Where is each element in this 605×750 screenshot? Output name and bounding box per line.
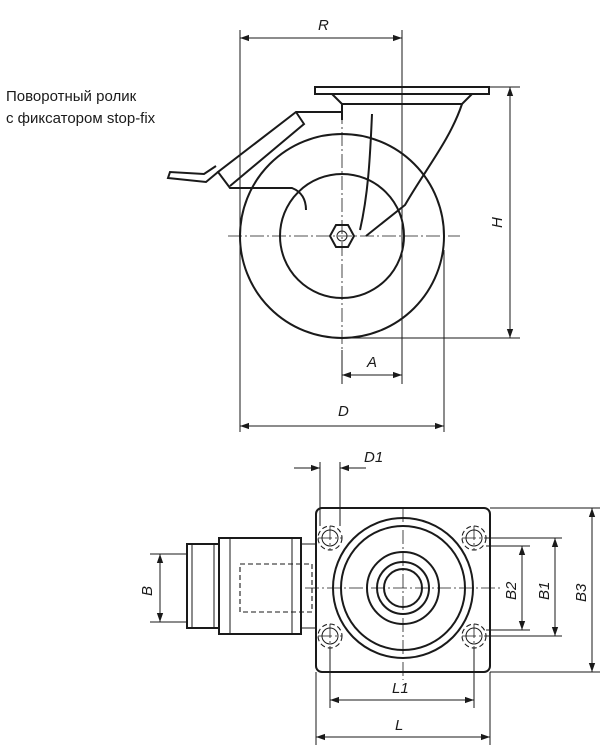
dim-label-a: A (366, 354, 377, 371)
caption-line-2: с фиксатором stop-fix (6, 110, 156, 127)
dimension-h: H (489, 87, 514, 338)
dim-label-b1: B1 (536, 582, 553, 600)
dim-label-b: B (139, 586, 156, 596)
dimension-b3: B3 (573, 508, 596, 672)
brake-pedal-top (186, 537, 316, 635)
dim-label-l1: L1 (392, 680, 409, 697)
fork-arm-inner (359, 113, 373, 231)
dimension-l: L (316, 717, 490, 741)
stop-fix-brake-lever (166, 111, 342, 211)
dimension-d: D (240, 403, 444, 430)
side-view: R H A D (166, 17, 520, 432)
dim-label-h: H (489, 217, 506, 228)
dimension-b2: B2 (503, 546, 526, 630)
dimension-l1: L1 (330, 680, 474, 704)
dim-label-d1: D1 (364, 449, 383, 466)
caption-line-1: Поворотный ролик (6, 88, 137, 105)
dim-label-b2: B2 (503, 581, 520, 600)
dimension-a: A (342, 354, 402, 379)
dimension-r: R (240, 17, 402, 42)
top-extension-lines (150, 462, 600, 745)
dimension-b1: B1 (536, 538, 559, 636)
dim-label-r: R (318, 17, 329, 34)
fork-arm (365, 103, 463, 237)
caster-caption: Поворотный ролик с фиксатором stop-fix (6, 86, 226, 130)
dim-label-b3: B3 (573, 583, 590, 602)
top-view: D1 B B2 B1 B3 L1 L (139, 449, 600, 745)
extension-lines (239, 30, 520, 432)
dimension-b: B (139, 554, 164, 622)
bolt-holes (317, 525, 487, 649)
top-centerlines (305, 508, 500, 680)
dimension-d1: D1 (294, 449, 383, 472)
dim-label-d: D (338, 403, 349, 420)
dim-label-l: L (395, 717, 403, 734)
centerlines (228, 110, 460, 350)
